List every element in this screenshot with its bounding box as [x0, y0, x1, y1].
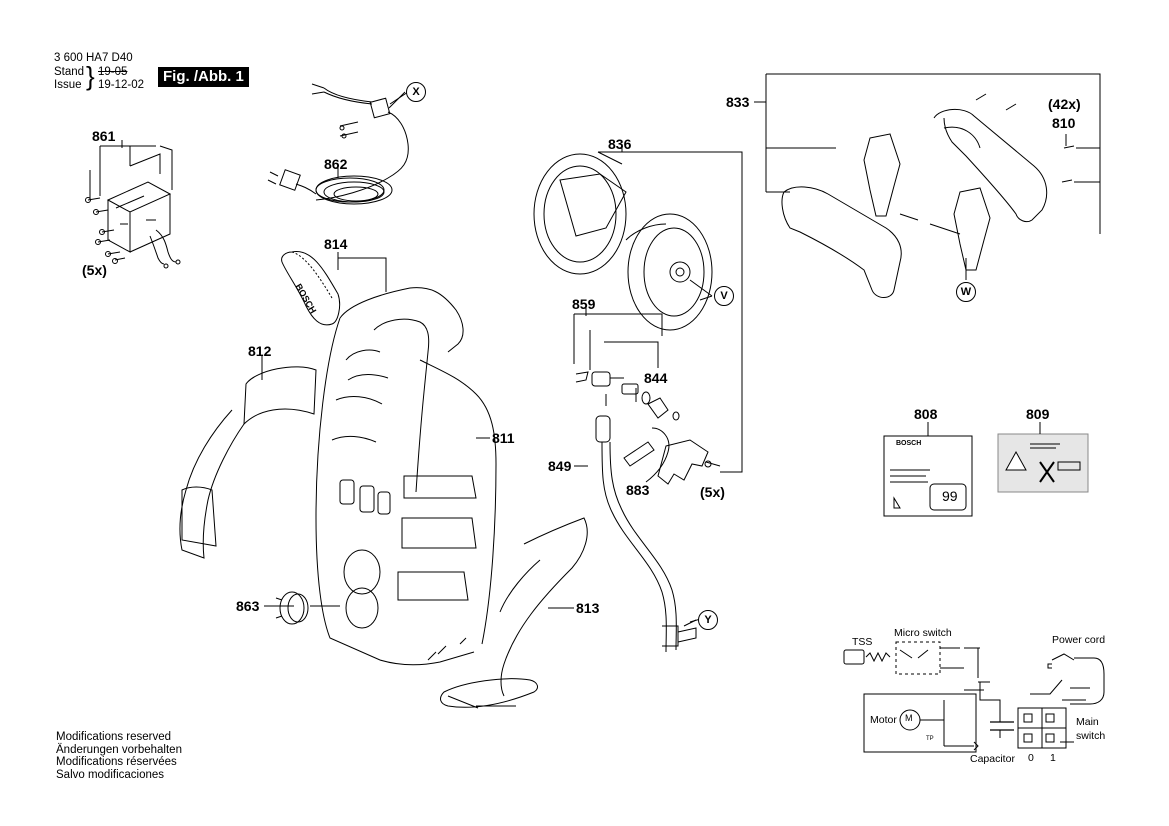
part-label-861: 861	[92, 128, 116, 144]
part-label-859: 859	[572, 296, 596, 312]
footer-line: Modifications reserved	[56, 731, 172, 743]
callout-x: X	[406, 82, 426, 102]
stand-label: Stand	[54, 66, 85, 78]
part-label-844: 844	[644, 370, 668, 386]
sticker-808-value: 99	[942, 488, 958, 504]
callout-v: V	[714, 286, 734, 306]
part-label-809: 809	[1026, 406, 1050, 422]
sticker-809	[997, 433, 1089, 493]
part-label-849: 849	[548, 458, 572, 474]
footer-line: Änderungen vorbehalten	[56, 743, 182, 756]
issue-label: Issue	[54, 79, 82, 91]
cap-863	[275, 591, 340, 625]
schematic-tss-label: TSS	[852, 636, 873, 648]
schematic-micro-switch-label: Micro switch	[894, 627, 952, 639]
part-label-814: 814	[324, 236, 348, 252]
main-switch-label-line1: Main	[1076, 716, 1099, 728]
part-label-808: 808	[914, 406, 938, 422]
motor-symbol: M	[905, 713, 913, 723]
hose-849	[595, 415, 705, 653]
side-panel-812	[179, 356, 317, 559]
part-label-810: 810	[1052, 115, 1076, 131]
schematic-power-cord-label: Power cord	[1052, 634, 1106, 646]
clip-883	[623, 427, 743, 485]
wiring-schematic	[843, 641, 1105, 753]
footer-line: Modifications réservées	[56, 756, 177, 768]
part-label-883: 883	[626, 482, 650, 498]
stand-date-struck: 19-05	[98, 66, 128, 78]
fittings-859-844	[573, 313, 680, 421]
part-label-836: 836	[608, 136, 632, 152]
hose-reel-836	[533, 151, 743, 444]
switch-position-1: 1	[1050, 752, 1056, 764]
switch-position-0: 0	[1028, 752, 1034, 764]
part-label-862: 862	[324, 156, 348, 172]
issue-date: 19-12-02	[98, 79, 145, 91]
header-brace: }	[86, 61, 95, 91]
document-number: 3 600 HA7 D40	[54, 52, 133, 64]
quantity-label-861: (5x)	[82, 262, 107, 278]
power-cord-862	[267, 83, 409, 205]
handle-group-833	[765, 73, 1101, 298]
part-label-812: 812	[248, 343, 272, 359]
callout-y: Y	[698, 610, 718, 630]
side-panel-813	[440, 517, 588, 709]
footer-notes: Modifications reserved Änderungen vorbeh…	[56, 731, 182, 781]
part-label-813: 813	[576, 600, 600, 616]
part-label-863: 863	[236, 598, 260, 614]
housing-811	[315, 287, 497, 666]
callout-w: W	[956, 282, 976, 302]
sticker-808-brand: BOSCH	[896, 440, 922, 447]
part-label-833: 833	[726, 94, 750, 110]
main-switch-label-line2: switch	[1076, 730, 1106, 742]
quantity-label-883: (5x)	[700, 484, 725, 500]
footer-line: Salvo modificaciones	[56, 768, 165, 781]
tp-label: TP	[926, 736, 934, 742]
schematic-motor-label: Motor	[870, 714, 897, 726]
figure-label: Fig. /Abb. 1	[158, 67, 249, 87]
quantity-label-810: (42x)	[1048, 96, 1081, 112]
switch-part-861	[85, 145, 181, 269]
sticker-808	[883, 435, 973, 517]
part-label-811: 811	[492, 430, 515, 446]
capacitor-label: Capacitor	[970, 753, 1015, 765]
